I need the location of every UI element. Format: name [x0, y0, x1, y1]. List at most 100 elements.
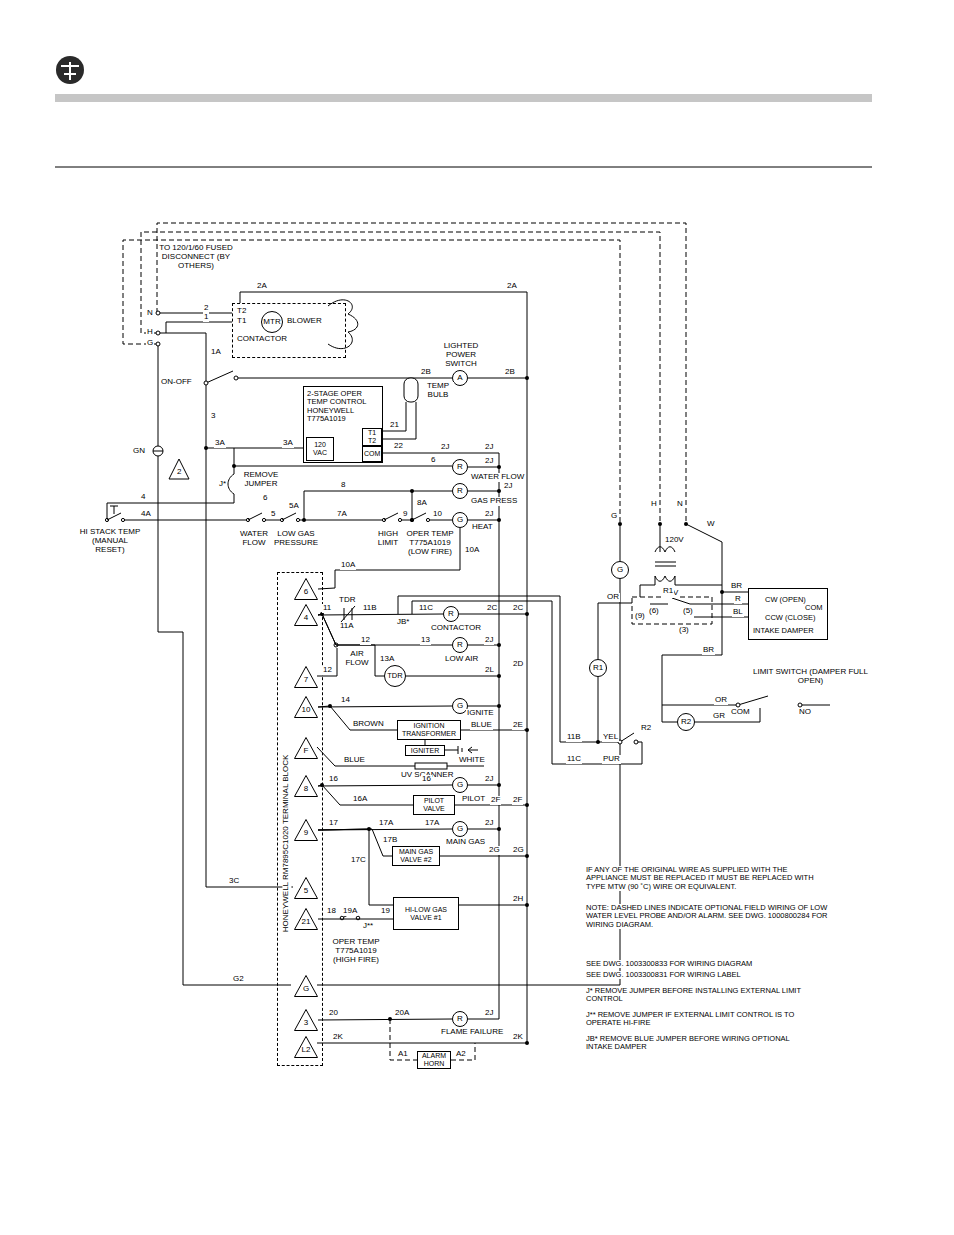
wire-label: G: [610, 512, 618, 521]
wire-label: G2: [232, 975, 245, 984]
wire-label: WATER FLOW: [470, 473, 525, 482]
wire-label: 17A: [424, 819, 440, 828]
wire-label: CONTACTOR: [430, 624, 482, 633]
motor-circle: MTR: [261, 311, 283, 333]
wire-label: IGNITE: [466, 709, 495, 718]
relay-coil: R2: [677, 713, 695, 731]
node-text: CW (OPEN): [765, 596, 806, 604]
relay-coil: R1: [589, 659, 607, 677]
node-text: R: [454, 641, 466, 650]
node-text: 6: [294, 588, 318, 597]
node-text: 9: [294, 829, 318, 838]
wire-label: 20: [328, 1009, 339, 1018]
wire-label: (5): [682, 607, 694, 616]
warning-triangle: [169, 459, 189, 479]
wire-label: 19A: [342, 907, 358, 916]
wire-label: 2F: [512, 796, 523, 805]
wire-label: 22: [393, 442, 404, 451]
wire-label: REMOVE JUMPER: [240, 471, 282, 489]
valve-box: MAIN GAS VALVE #2: [392, 846, 440, 866]
node-text: IGNITION TRANSFORMER: [399, 722, 459, 737]
node-text: MTR: [263, 318, 281, 327]
wire-label: AIR FLOW: [343, 650, 371, 668]
fuse-symbol: [153, 446, 163, 456]
wire-label: 13: [420, 636, 431, 645]
node-text: R: [445, 610, 457, 619]
terminal-triangle: L2: [294, 1036, 318, 1058]
node-text: 7: [294, 676, 318, 685]
wire-label: H: [650, 500, 658, 509]
wire-label: GR: [712, 712, 726, 721]
ground-circle: G: [611, 561, 629, 579]
wire-connector: [318, 919, 393, 920]
wire-label: 11A: [339, 622, 355, 631]
wire-label: 2J: [440, 443, 450, 452]
transformer-box: IGNITION TRANSFORMER: [397, 720, 461, 740]
wire-label: W: [706, 520, 716, 529]
wire-connector: [318, 1019, 452, 1020]
terminal-triangle: 7: [294, 666, 318, 688]
node-text: ALARM HORN: [419, 1052, 449, 1067]
wire-label: 8A: [416, 499, 428, 508]
wire: [107, 292, 830, 1043]
wire-label: N: [146, 309, 154, 318]
wire-label: (9): [634, 612, 646, 621]
wire-label: 11B: [566, 733, 582, 742]
triangle-shape: [295, 605, 318, 626]
wire-label: BR: [730, 582, 743, 591]
wire-label: TDR: [338, 596, 356, 605]
terminal-triangle: G: [294, 975, 318, 997]
wire-label: 13A: [379, 655, 395, 664]
wire-label: COM: [730, 708, 751, 717]
wire-label: 3C: [228, 877, 240, 886]
wire-label: 12: [322, 666, 333, 675]
wire-label: 2J: [484, 1009, 494, 1018]
terminal-triangle: F: [294, 737, 318, 759]
triangle-shape: [295, 878, 318, 899]
timer-relay: TDR: [384, 665, 406, 687]
wire-label: BR: [702, 646, 715, 655]
relay-coil: R: [452, 1011, 468, 1027]
wire-label: OPER TEMP T775A1019 (HIGH FIRE): [325, 938, 387, 965]
relay-coil: R: [452, 483, 468, 499]
wire-label: 2J: [484, 443, 494, 452]
wire-label: 1: [203, 313, 209, 322]
wire-label: 16A: [352, 795, 368, 804]
wire-label: 11: [322, 604, 332, 613]
wire-label: HEAT: [471, 523, 494, 532]
wire-label: LOW AIR: [444, 655, 479, 664]
wire-label: BROWN: [352, 720, 385, 729]
node-text: R2: [679, 718, 693, 727]
wire-connector: [318, 785, 452, 786]
wire-label: 2J: [503, 482, 513, 491]
logo-mark: [61, 62, 79, 80]
node-text: 8: [294, 785, 318, 794]
wire-label: 2B: [504, 368, 516, 377]
node-text: 2-STAGE OPER TEMP CONTROL HONEYWELL T775…: [307, 390, 379, 423]
wire-label: A2: [455, 1050, 467, 1059]
wire-label: (3): [678, 626, 690, 635]
wire-label: H: [146, 328, 154, 337]
wire-label: 2B: [420, 368, 432, 377]
wire-label: J**: [362, 922, 374, 931]
triangle-shape: [295, 776, 318, 797]
wire-connector: [318, 829, 392, 856]
triangle-shape: [295, 820, 318, 841]
node-text: 4: [294, 614, 318, 623]
wire-label: SEE DWG. 1003300833 FOR WIRING DIAGRAM: [585, 960, 753, 968]
wire-label: 17A: [378, 819, 394, 828]
wire-label: 18: [326, 907, 337, 916]
wire-label: LIGHTED POWER SWITCH: [435, 342, 487, 369]
node-text: R: [454, 487, 466, 496]
wire-label: 12: [360, 636, 371, 645]
wire-label: WATER FLOW: [238, 530, 270, 548]
wire-label: MAIN GAS: [445, 838, 486, 847]
node-text: R1: [591, 664, 605, 673]
wire-label: 2K: [512, 1033, 524, 1042]
node-text: G: [454, 516, 466, 525]
node-text: HONEYWELL RM7895C1020 TERMINAL BLOCK: [282, 752, 291, 934]
wire-label: BL: [732, 608, 744, 617]
wire-label: 2C: [486, 604, 498, 613]
wire-label: NO: [798, 708, 812, 717]
wire-label: BLOWER: [286, 317, 323, 326]
